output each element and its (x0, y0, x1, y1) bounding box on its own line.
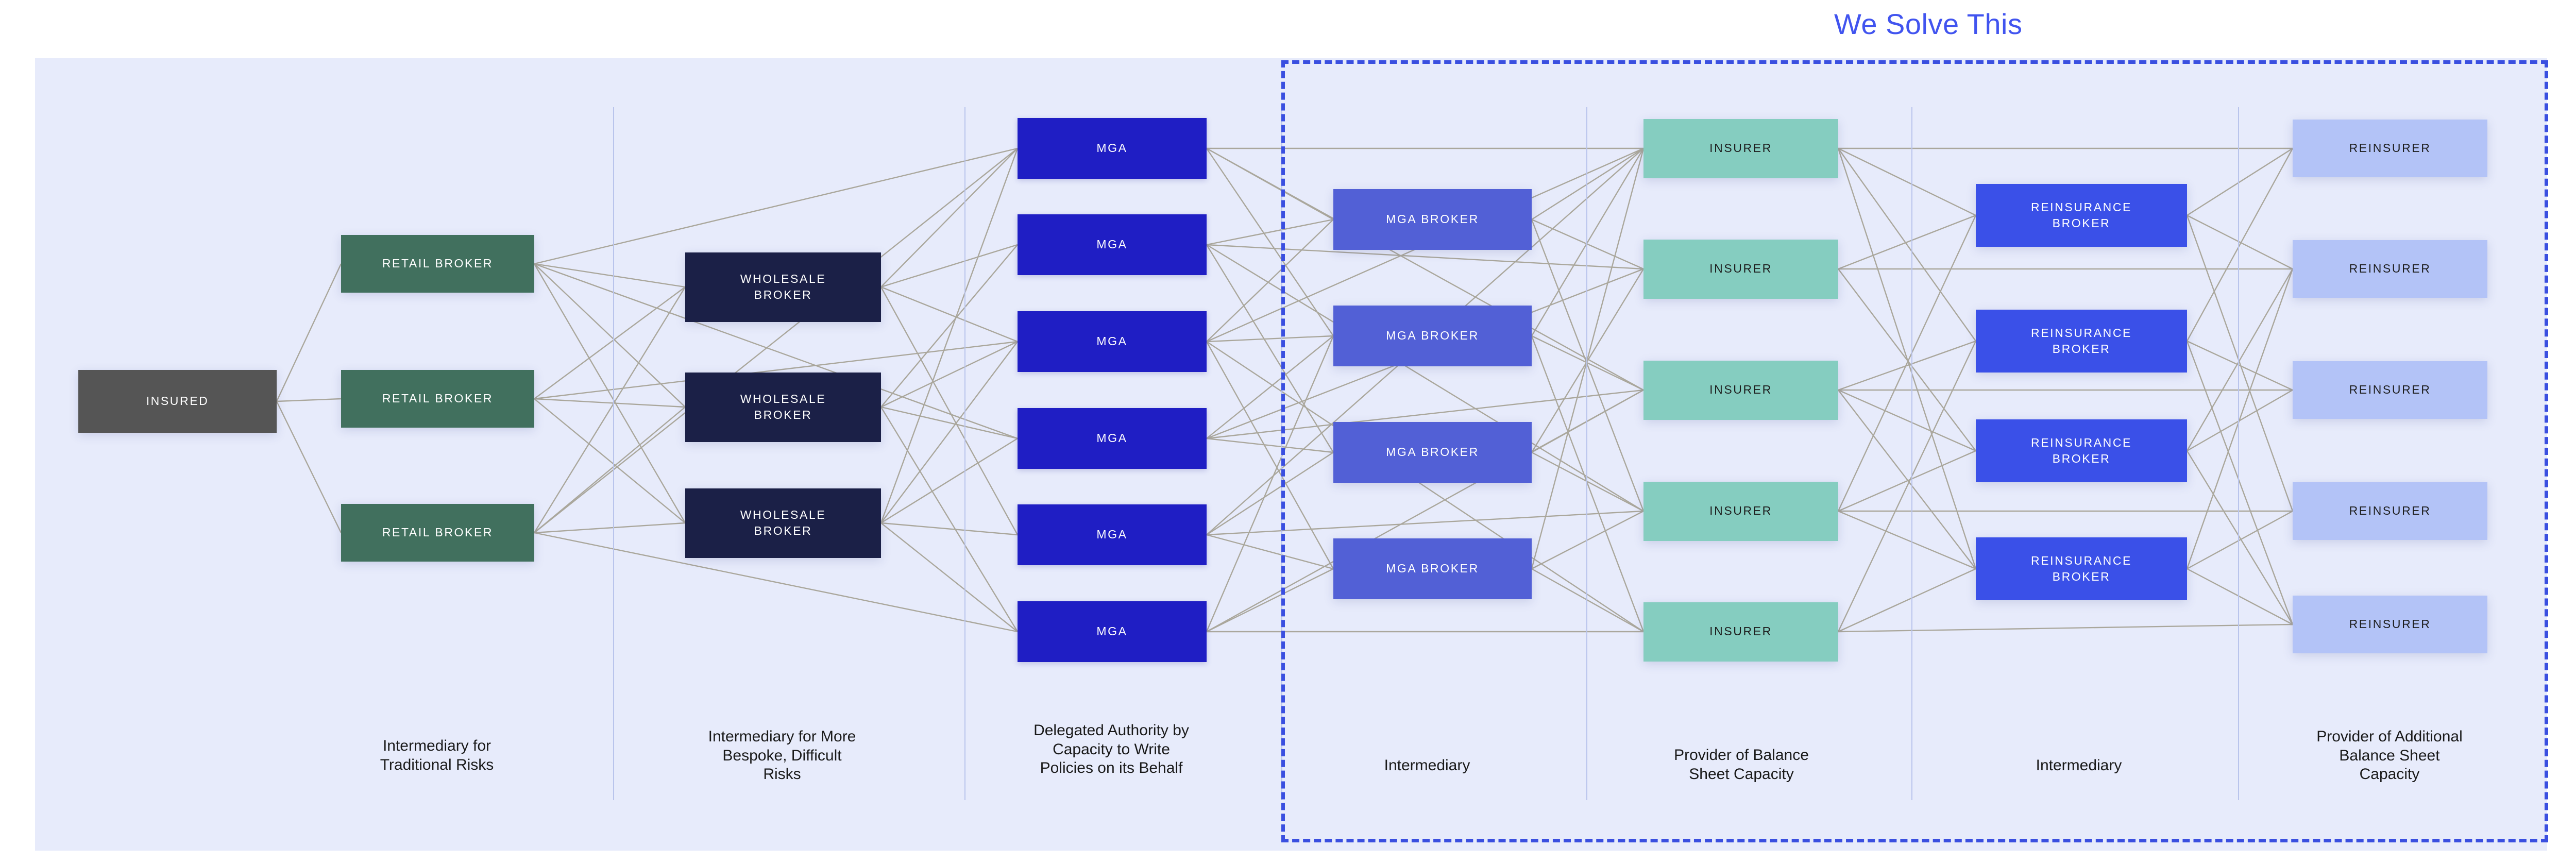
caption-line: Capacity to Write (1053, 740, 1170, 758)
node-reinsurer-4[interactable]: REINSURER (2293, 482, 2487, 540)
node-insurer-2[interactable]: INSURER (1643, 239, 1838, 299)
node-mga-broker-4[interactable]: MGA BROKER (1333, 538, 1532, 599)
node-label: MGA (1096, 238, 1128, 251)
node-label: MGA (1096, 431, 1128, 445)
caption-line: Policies on its Behalf (1040, 759, 1183, 777)
node-label: REINSURER (2349, 262, 2431, 276)
caption-line: Risks (763, 766, 801, 783)
caption-line: Intermediary for (382, 737, 492, 754)
caption-line: Intermediary (2036, 757, 2122, 774)
node-insurer-4[interactable]: INSURER (1643, 481, 1838, 541)
node-label: INSURER (1709, 504, 1772, 518)
node-label: INSURER (1709, 383, 1772, 397)
caption-line: Capacity (2359, 766, 2420, 783)
caption-line: Provider of Additional (2316, 728, 2463, 745)
column-divider-5 (2238, 107, 2239, 800)
node-reinsurer-2[interactable]: REINSURER (2293, 240, 2487, 298)
caption-mga-broker: Intermediary (1306, 756, 1548, 775)
column-divider-1 (964, 107, 965, 800)
node-mga-6[interactable]: MGA (1018, 601, 1207, 662)
node-label: MGA BROKER (1386, 329, 1479, 343)
node-label: INSURER (1709, 262, 1772, 276)
node-label: REINSURER (2349, 383, 2431, 397)
node-mga-4[interactable]: MGA (1018, 408, 1207, 469)
node-insurer-5[interactable]: INSURER (1643, 602, 1838, 662)
node-label: RETAIL BROKER (382, 257, 494, 270)
column-divider-3 (1586, 107, 1587, 800)
node-label: RETAIL BROKER (382, 526, 494, 539)
node-label: MGA BROKER (1386, 445, 1479, 459)
caption-line: Provider of Balance (1674, 747, 1809, 764)
node-label: INSURER (1709, 624, 1772, 638)
node-reinsurer-5[interactable]: REINSURER (2293, 596, 2487, 653)
caption-reinsurance-broker: Intermediary (1958, 756, 2200, 775)
node-mga-2[interactable]: MGA (1018, 214, 1207, 275)
node-label: MGA (1096, 528, 1128, 542)
node-label: REINSURER (2349, 504, 2431, 518)
node-mga-3[interactable]: MGA (1018, 311, 1207, 372)
caption-line: Delegated Authority by (1033, 722, 1189, 739)
node-label: RETAIL BROKER (382, 392, 494, 405)
node-label: MGA (1096, 624, 1128, 638)
column-divider-0 (613, 107, 614, 800)
we-solve-this-title: We Solve This (1834, 8, 2023, 40)
node-mga-broker-1[interactable]: MGA BROKER (1333, 189, 1532, 250)
caption-line: Intermediary for More (708, 728, 856, 745)
node-label: REINSURER (2349, 141, 2431, 155)
node-mga-1[interactable]: MGA (1018, 118, 1207, 179)
node-retail-broker-2[interactable]: RETAIL BROKER (341, 370, 534, 428)
node-label: INSURER (1709, 141, 1772, 155)
node-label: MGA BROKER (1386, 212, 1479, 226)
node-label: MGA (1096, 141, 1128, 155)
node-retail-broker-1[interactable]: RETAIL BROKER (341, 235, 534, 293)
caption-line: Traditional Risks (380, 756, 494, 773)
caption-line: Balance Sheet (2339, 747, 2440, 764)
node-label: REINSURER (2349, 617, 2431, 631)
node-label: MGA (1096, 334, 1128, 348)
node-insurer-3[interactable]: INSURER (1643, 360, 1838, 420)
column-divider-4 (1911, 107, 1912, 800)
node-mga-broker-3[interactable]: MGA BROKER (1333, 422, 1532, 483)
node-reinsurer-3[interactable]: REINSURER (2293, 361, 2487, 419)
column-divider-2 (1281, 107, 1282, 800)
node-mga-broker-2[interactable]: MGA BROKER (1333, 306, 1532, 366)
node-insurer-1[interactable]: INSURER (1643, 119, 1838, 178)
caption-line: Bespoke, Difficult (722, 747, 842, 764)
caption-line: Intermediary (1384, 757, 1470, 774)
node-insured-1[interactable]: INSURED (78, 370, 277, 433)
node-label: INSURED (146, 394, 209, 408)
node-reinsurer-1[interactable]: REINSURER (2293, 120, 2487, 177)
node-retail-broker-3[interactable]: RETAIL BROKER (341, 504, 534, 562)
caption-line: Sheet Capacity (1689, 765, 1794, 783)
node-label: MGA BROKER (1386, 562, 1479, 576)
node-mga-5[interactable]: MGA (1018, 504, 1207, 565)
